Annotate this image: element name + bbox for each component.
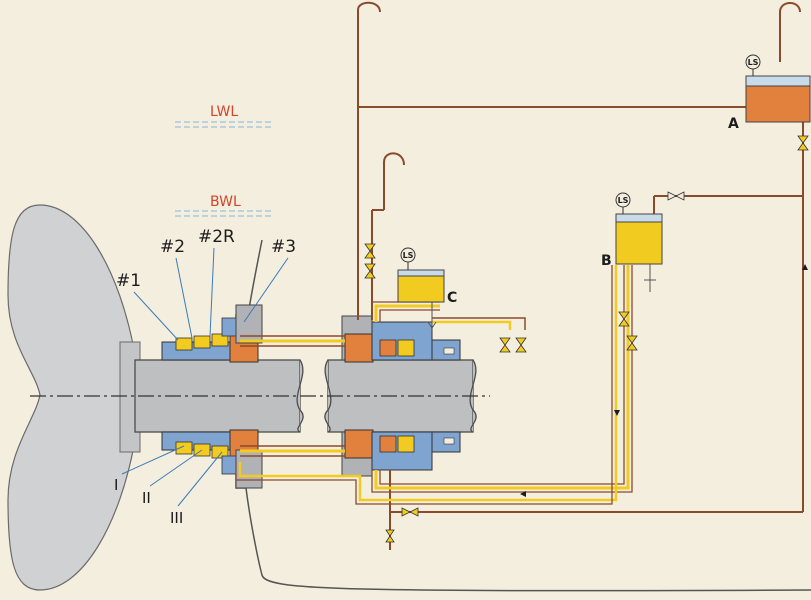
water-levels: LWL BWL — [175, 104, 272, 217]
tank-b: LS B — [601, 192, 663, 292]
valve-b-2 — [626, 335, 638, 351]
tank-b-label: B — [601, 253, 612, 269]
tank-a-label: A — [728, 116, 739, 132]
propeller-shaft — [30, 359, 490, 433]
valves — [364, 135, 809, 543]
valve-c-2 — [364, 263, 376, 279]
chamber-2-label: II — [142, 489, 151, 507]
level-switch-b: LS — [618, 196, 629, 205]
lwl-label: LWL — [210, 104, 238, 120]
propeller — [7, 204, 141, 591]
valve-b-top — [667, 191, 685, 201]
tank-c: LS C — [397, 247, 457, 329]
chamber-1-label: I — [114, 476, 118, 494]
seal-2-label: #2 — [160, 237, 185, 257]
seal-3-label: #3 — [271, 237, 296, 257]
tank-a: LS A — [728, 54, 811, 132]
valve-bottom — [401, 507, 419, 517]
seal-1-label: #1 — [116, 271, 141, 291]
valve-c-drain-1 — [499, 337, 511, 353]
bwl-label: BWL — [210, 194, 241, 210]
valve-c-1 — [364, 243, 376, 259]
hull-outline — [235, 239, 811, 592]
forward-seal-assembly — [341, 315, 461, 477]
chamber-3-label: III — [170, 509, 183, 527]
valve-tank-a — [797, 135, 809, 151]
seal-labels: #1 #2 #2R #3 — [116, 227, 296, 341]
level-switch-c: LS — [403, 251, 414, 260]
valve-b-1 — [618, 311, 630, 327]
level-switch-a: LS — [748, 58, 759, 67]
flow-arrows — [520, 264, 808, 497]
aft-seal-assembly — [161, 304, 263, 489]
oil-feed-lines — [235, 265, 633, 505]
valve-c-drain-2 — [515, 337, 527, 353]
tank-c-label: C — [447, 290, 457, 306]
stern-tube-oil-lines — [240, 335, 345, 457]
valve-drain — [385, 529, 395, 543]
seal-2r-label: #2R — [198, 227, 235, 247]
chamber-labels: I II III — [114, 445, 223, 527]
